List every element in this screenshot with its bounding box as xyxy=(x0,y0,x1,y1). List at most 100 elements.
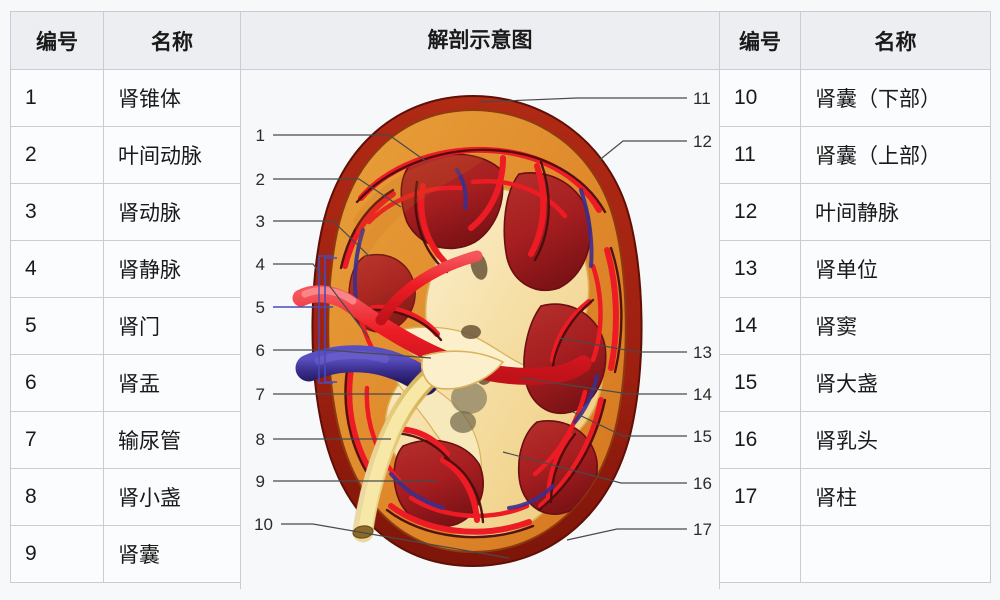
row-number: 7 xyxy=(10,411,104,469)
row-number: 3 xyxy=(10,183,104,241)
table-row: 16 肾乳头 xyxy=(719,411,991,469)
table-header-row: 编号 名称 xyxy=(10,11,241,70)
table-row: 10 肾囊（下部） xyxy=(719,69,991,127)
diagram-label-7: 7 xyxy=(256,385,265,404)
interlobar-veins xyxy=(353,168,599,510)
row-name: 肾窦 xyxy=(800,297,991,355)
row-name: 肾柱 xyxy=(800,468,991,526)
table-row: 6 肾盂 xyxy=(10,354,241,412)
row-name: 肾锥体 xyxy=(103,69,241,127)
table-row: 2 叶间动脉 xyxy=(10,126,241,184)
kidney-body xyxy=(292,94,643,568)
row-name: 肾小盏 xyxy=(103,468,241,526)
table-row: 4 肾静脉 xyxy=(10,240,241,298)
table-header-row: 编号 名称 xyxy=(719,11,991,70)
row-number: 16 xyxy=(719,411,801,469)
diagram-label-9: 9 xyxy=(256,472,265,491)
diagram-label-8: 8 xyxy=(256,430,265,449)
leader-16 xyxy=(502,451,687,484)
row-name: 叶间静脉 xyxy=(800,183,991,241)
table-row: 15 肾大盏 xyxy=(719,354,991,412)
leader-13 xyxy=(558,337,687,353)
diagram-label-10: 10 xyxy=(254,515,273,534)
leader-11 xyxy=(478,97,687,103)
left-index-table: 编号 名称 1 肾锥体 2 叶间动脉 3 肾动脉 4 肾静脉 5 xyxy=(10,11,241,583)
row-name: 肾静脉 xyxy=(103,240,241,298)
diagram-label-4: 4 xyxy=(256,255,265,274)
leader-3 xyxy=(273,220,370,257)
diagram-label-2: 2 xyxy=(256,170,265,189)
bracket-shape xyxy=(324,257,337,383)
table-row: 8 肾小盏 xyxy=(10,468,241,526)
diagram-canvas: 1 2 3 4 5 6 7 8 9 10 11 12 13 14 15 16 xyxy=(241,70,719,589)
diagram-label-14: 14 xyxy=(693,385,712,404)
column-header-number: 编号 xyxy=(10,11,104,70)
row-name: 肾门 xyxy=(103,297,241,355)
row-name: 肾囊 xyxy=(103,525,241,583)
hilum-bracket-group xyxy=(324,257,337,383)
diagram-number-labels: 1 2 3 4 5 6 7 8 9 10 11 12 13 14 15 16 xyxy=(254,89,712,539)
leader-lines-blue xyxy=(273,255,333,384)
row-number: 17 xyxy=(719,468,801,526)
row-name: 肾囊（上部） xyxy=(800,126,991,184)
cortex-shading xyxy=(353,153,485,260)
table-row: 3 肾动脉 xyxy=(10,183,241,241)
table-row: 5 肾门 xyxy=(10,297,241,355)
leader-12 xyxy=(596,140,687,163)
diagram-label-15: 15 xyxy=(693,427,712,446)
leader-17 xyxy=(566,528,687,541)
row-number: 2 xyxy=(10,126,104,184)
row-name: 肾囊（下部） xyxy=(800,69,991,127)
diagram-panel-header: 解剖示意图 xyxy=(241,12,719,70)
column-header-name: 名称 xyxy=(800,11,991,70)
diagram-panel: 解剖示意图 xyxy=(240,11,720,589)
right-index-table: 编号 名称 10 肾囊（下部） 11 肾囊（上部） 12 叶间静脉 13 肾单位 xyxy=(719,11,991,583)
leader-4 xyxy=(273,263,370,339)
table-row: 12 叶间静脉 xyxy=(719,183,991,241)
row-number xyxy=(719,525,801,583)
renal-pelvis xyxy=(421,350,505,390)
row-number: 8 xyxy=(10,468,104,526)
kidney-anatomy-illustration: 1 2 3 4 5 6 7 8 9 10 11 12 13 14 15 16 xyxy=(254,89,712,568)
row-name xyxy=(800,525,991,583)
row-name-link[interactable]: 肾单位 xyxy=(800,240,991,298)
row-name: 叶间动脉 xyxy=(103,126,241,184)
table-row: 9 肾囊 xyxy=(10,525,241,583)
row-number: 12 xyxy=(719,183,801,241)
diagram-label-5: 5 xyxy=(256,298,265,317)
row-name: 肾大盏 xyxy=(800,354,991,412)
leader-6 xyxy=(273,349,432,359)
row-number: 14 xyxy=(719,297,801,355)
hilum-bracket xyxy=(318,255,333,384)
diagram-label-12: 12 xyxy=(693,132,712,151)
row-name: 肾动脉 xyxy=(103,183,241,241)
renal-papilla-large-2 xyxy=(450,411,476,433)
table-row: 13 肾单位 xyxy=(719,240,991,298)
table-row: 17 肾柱 xyxy=(719,468,991,526)
row-name: 输尿管 xyxy=(103,411,241,469)
ureter-cut-end xyxy=(352,525,374,539)
row-number: 11 xyxy=(719,126,801,184)
diagram-label-11: 11 xyxy=(693,89,711,108)
row-number: 9 xyxy=(10,525,104,583)
renal-papilla-large xyxy=(451,382,487,414)
diagram-label-6: 6 xyxy=(256,341,265,360)
table-row: 7 输尿管 xyxy=(10,411,241,469)
row-number: 6 xyxy=(10,354,104,412)
diagram-label-16: 16 xyxy=(693,474,712,493)
row-number: 13 xyxy=(719,240,801,298)
column-header-name: 名称 xyxy=(103,11,241,70)
row-name-link[interactable]: 肾盂 xyxy=(103,354,241,412)
table-row: 14 肾窦 xyxy=(719,297,991,355)
segmental-artery-branch xyxy=(375,250,483,326)
table-row-empty xyxy=(719,525,991,583)
leader-2 xyxy=(273,178,402,208)
renal-artery-highlight xyxy=(301,287,357,305)
table-row: 11 肾囊（上部） xyxy=(719,126,991,184)
row-number: 5 xyxy=(10,297,104,355)
row-number: 1 xyxy=(10,69,104,127)
leader-10 xyxy=(281,523,510,559)
table-row: 1 肾锥体 xyxy=(10,69,241,127)
leader-15 xyxy=(572,411,687,437)
